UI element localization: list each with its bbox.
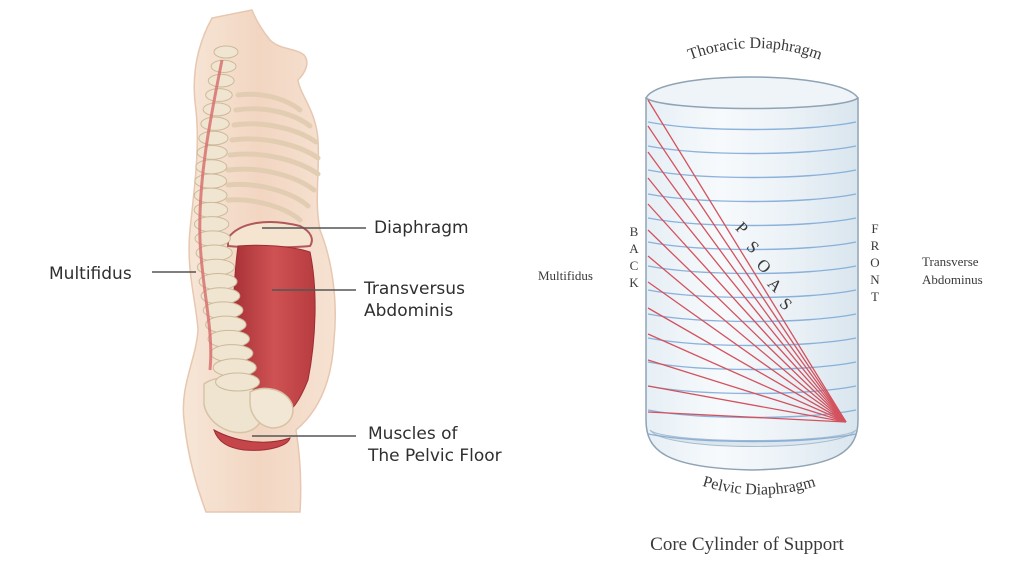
psoas-line	[647, 333, 847, 423]
psoas-line	[647, 385, 847, 423]
psoas-line	[647, 229, 847, 423]
label-multifidus-left: Multifidus	[49, 264, 132, 284]
letter: A	[629, 241, 639, 256]
psoas-line	[647, 125, 847, 423]
psoas-line	[647, 151, 847, 423]
letter: T	[871, 289, 879, 304]
vertebra	[207, 73, 235, 88]
label-transversus-line1: Transversus	[363, 279, 465, 299]
cylinder-band	[647, 241, 857, 251]
label-thoracic-diaphragm: Thoracic Diaphragm	[686, 35, 825, 64]
label-pelvic-line1: Muscles of	[368, 424, 458, 444]
vertebra	[205, 88, 233, 102]
caption: Core Cylinder of Support	[650, 534, 844, 555]
letter: K	[629, 275, 639, 290]
letter: C	[630, 258, 639, 273]
vertebra	[210, 59, 237, 73]
psoas-line	[647, 255, 847, 423]
psoas-line	[647, 359, 847, 423]
cylinder-band	[647, 265, 857, 275]
cylinder-band	[647, 337, 857, 347]
vertebra	[195, 159, 228, 175]
psoas-line	[647, 203, 847, 423]
label-transversus-line2: Abdominis	[364, 301, 453, 321]
psoas-line	[647, 281, 847, 423]
psoas-lines	[647, 99, 847, 423]
psoas-line	[647, 411, 847, 423]
multifidus-muscle	[198, 59, 224, 371]
cylinder-band	[647, 313, 857, 323]
psoas-line	[647, 307, 847, 423]
cylinder-band	[647, 217, 857, 227]
left-leader-lines	[152, 227, 366, 437]
letter: O	[870, 255, 879, 270]
psoas-line	[647, 99, 847, 423]
label-transverse-line1: Transverse	[922, 254, 979, 269]
cylinder-top	[645, 76, 860, 110]
cylinder-band	[647, 145, 857, 155]
cylinder-band	[647, 193, 857, 203]
vertebra	[198, 130, 229, 146]
rib-cage	[225, 91, 321, 223]
cylinder-band	[647, 169, 857, 179]
vertebra	[213, 45, 239, 59]
pelvic-floor-muscle	[213, 428, 291, 451]
letter: F	[871, 221, 878, 236]
cylinder-band	[647, 433, 857, 443]
torso-illustration	[182, 9, 336, 513]
letter: B	[630, 224, 639, 239]
label-transverse-line2: Abdominus	[922, 272, 983, 287]
cylinder-band	[647, 289, 857, 299]
cylinder-band	[647, 361, 857, 371]
vertebra	[215, 372, 261, 392]
cylinder-bottom-bowl	[649, 429, 857, 447]
vertebra	[200, 116, 230, 131]
vertebra	[194, 173, 228, 189]
letter: R	[871, 238, 880, 253]
vertebra	[202, 102, 232, 117]
label-multifidus-right: Multifidus	[538, 268, 593, 283]
letter: N	[870, 272, 880, 287]
psoas-line	[647, 177, 847, 423]
vertebra	[196, 145, 228, 160]
label-pelvic-diaphragm: Pelvic Diaphragm	[701, 473, 818, 498]
cylinder-band	[647, 121, 857, 131]
pelvis	[203, 377, 294, 434]
label-pelvic-line2: The Pelvic Floor	[367, 446, 502, 466]
label-diaphragm: Diaphragm	[374, 218, 469, 238]
core-cylinder	[645, 76, 860, 471]
